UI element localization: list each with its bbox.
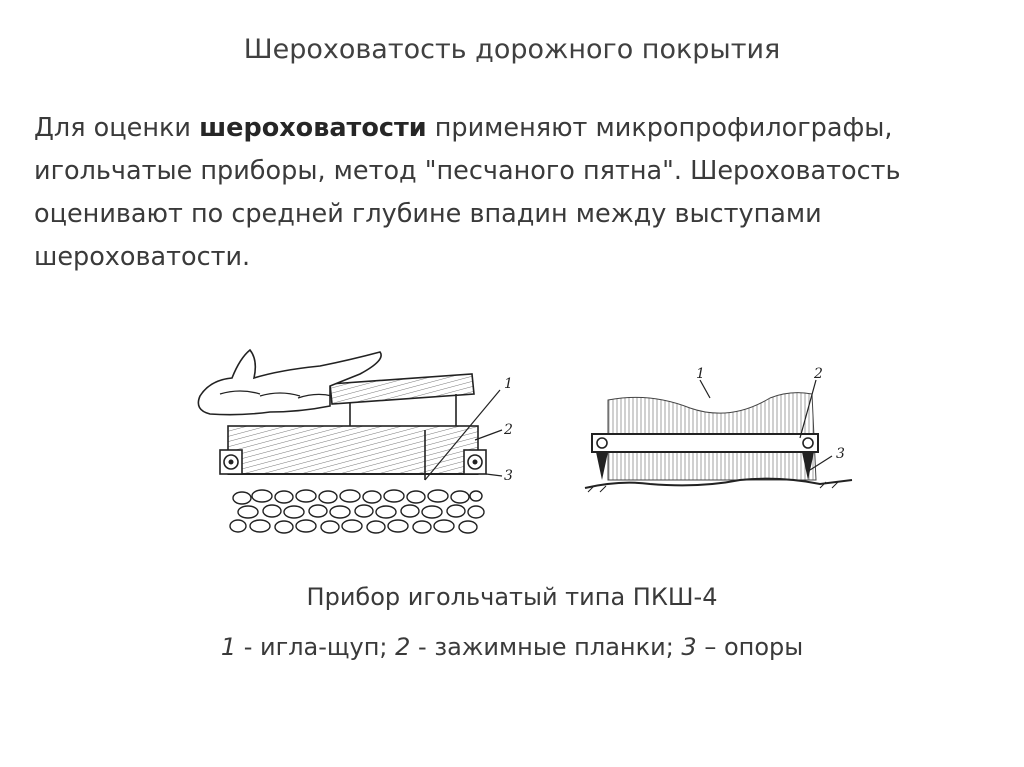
paragraph-text-1: Для оценки	[34, 113, 200, 143]
paragraph-text-2: применяют микропрофилографы, игольчатые …	[34, 113, 901, 272]
caption-device-name: Прибор игольчатый типа ПКШ-4	[306, 583, 718, 611]
left-drawing: 1 2 3	[197, 348, 513, 534]
gravel-base	[229, 489, 485, 534]
legend-num-3: 3	[681, 633, 697, 661]
label-right-1: 1	[696, 366, 705, 382]
base-slab	[227, 425, 479, 475]
legend-text-3: – опоры	[696, 633, 804, 661]
legend-num-1: 1	[220, 633, 237, 661]
top-plank	[329, 373, 475, 405]
right-drawing: 1 2 3	[584, 366, 853, 493]
hand-sketch	[197, 348, 382, 416]
left-support-wheel	[219, 449, 243, 475]
caption-legend: 1 - игла-щуп; 2 - зажимные планки; 3 – о…	[0, 633, 1024, 661]
legend-text-2: - зажимные планки;	[410, 633, 682, 661]
label-right-3: 3	[836, 446, 845, 462]
slide-title: Шероховатость дорожного покрытия	[243, 34, 781, 65]
body-paragraph: Для оценки шероховатости применяют микро…	[34, 107, 994, 279]
device-illustration: 1 2 3	[180, 330, 860, 560]
right-feet-right	[802, 452, 814, 480]
label-left-3: 3	[504, 468, 513, 484]
legend-text-1: - игла-щуп;	[236, 633, 396, 661]
ground-line	[584, 477, 853, 489]
label-left-2: 2	[503, 422, 513, 438]
right-support-wheel	[463, 449, 487, 475]
label-right-2: 2	[813, 366, 823, 382]
paragraph-bold-term: шероховатости	[199, 113, 427, 143]
clamping-bar	[591, 433, 819, 453]
label-left-1: 1	[504, 376, 513, 392]
right-feet-left	[596, 452, 608, 480]
legend-num-2: 2	[395, 633, 411, 661]
